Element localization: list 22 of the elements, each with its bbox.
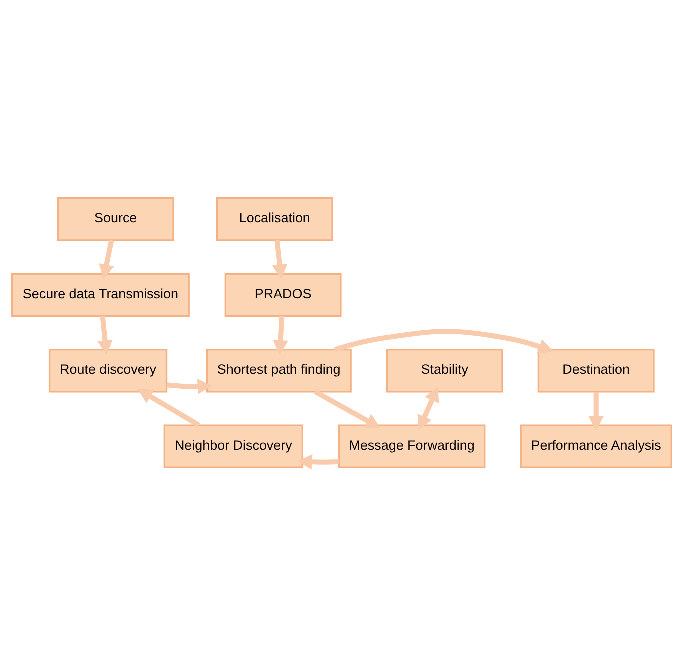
arrow — [314, 389, 381, 428]
node-box: PRADOS — [224, 272, 342, 317]
arrow — [273, 316, 288, 355]
arrow — [272, 240, 288, 279]
arrow — [166, 378, 212, 394]
arrow — [98, 315, 113, 355]
node-box: Source — [57, 197, 174, 241]
node-box: Stability — [386, 348, 504, 392]
arrow — [138, 388, 201, 428]
arrow — [99, 239, 114, 279]
node-box: Destination — [538, 348, 655, 392]
arrow — [588, 391, 604, 430]
node-box: Message Forwarding — [338, 424, 486, 468]
node-box: Route discovery — [48, 348, 168, 392]
node-box: Secure data Transmission — [12, 272, 190, 317]
node-box: Shortest path finding — [206, 348, 352, 392]
node-box: Neighbor Discovery — [164, 424, 304, 468]
arrow — [418, 386, 440, 430]
node-box: Localisation — [216, 197, 334, 241]
arrow — [334, 328, 554, 354]
node-box: Performance Analysis — [520, 424, 672, 468]
arrow — [298, 454, 340, 470]
